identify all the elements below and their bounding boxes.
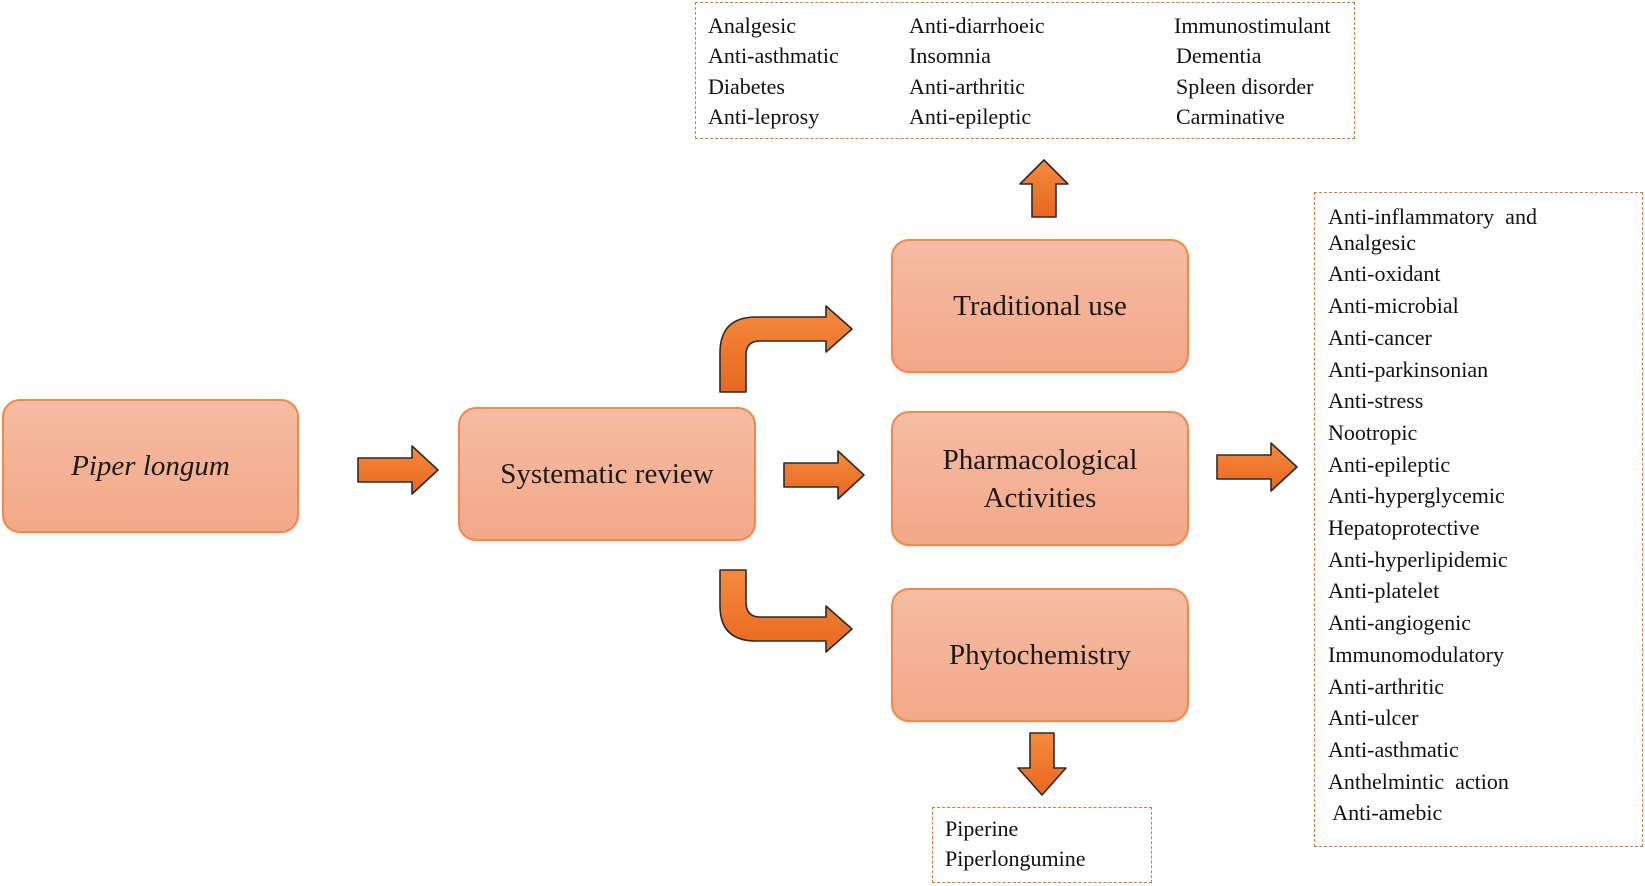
list-item: Immunomodulatory: [1328, 641, 1504, 667]
list-item: Piperine: [945, 816, 1019, 841]
list-item: Anti-parkinsonian: [1328, 356, 1489, 382]
list-item: Anti-microbial: [1328, 293, 1459, 319]
arrow-phytochemistry-to-list: [1017, 732, 1067, 796]
list-item: Anti-diarrhoeic: [909, 13, 1045, 38]
list-item: Anti-cancer: [1328, 324, 1432, 350]
traditional-uses-list: Analgesic Anti-asthmatic Diabetes Anti-l…: [695, 2, 1355, 139]
pharmacological-label-line1: Pharmacological: [942, 443, 1138, 476]
list-item: Analgesic: [708, 13, 796, 38]
list-item: Anti-amebic: [1328, 800, 1443, 826]
list-item: Hepatoprotective: [1328, 515, 1480, 541]
phytochemistry-label: Phytochemistry: [948, 639, 1132, 671]
list-item: Anti-epileptic: [1328, 451, 1451, 477]
systematic-review-label: Systematic review: [500, 458, 714, 490]
list-item: Anti-stress: [1328, 388, 1424, 414]
list-item: Anti-hyperlipidemic: [1328, 546, 1508, 572]
arrow-review-to-phytochemistry: [719, 569, 853, 653]
pharmacological-activities-node: Pharmacological Activities: [891, 411, 1189, 546]
arrow-pharmacology-to-list: [1216, 442, 1298, 492]
list-item: Anti-oxidant: [1328, 261, 1441, 287]
arrow-piper-to-review: [357, 445, 439, 495]
arrow-review-to-pharmacology: [783, 450, 865, 500]
list-item: Analgesic: [1328, 229, 1416, 255]
piper-longum-label: Piper longum: [71, 450, 230, 482]
list-item: Anti-asthmatic: [708, 43, 839, 68]
systematic-review-node: Systematic review: [458, 407, 756, 541]
arrow-traditional-to-list: [1019, 159, 1069, 218]
phytochemicals-list: Piperine Piperlongumine: [932, 807, 1152, 883]
list-item: Anti-angiogenic: [1328, 610, 1471, 636]
phytochemistry-node: Phytochemistry: [891, 588, 1189, 722]
list-item: Anthelmintic action: [1328, 768, 1509, 794]
list-item: Anti-epileptic: [909, 104, 1032, 129]
arrow-review-to-traditional-shape: [719, 305, 853, 393]
list-item: Anti-asthmatic: [1328, 736, 1459, 762]
list-item: Dementia: [1176, 43, 1262, 68]
list-item: Spleen disorder: [1176, 74, 1314, 99]
list-item: Anti-platelet: [1328, 578, 1440, 604]
list-item: Carminative: [1176, 104, 1285, 129]
list-item: Anti-leprosy: [708, 104, 820, 129]
pharmacological-label-line2: Activities: [983, 481, 1097, 514]
piper-longum-node: Piper longum: [2, 399, 299, 533]
traditional-use-node: Traditional use: [891, 239, 1189, 373]
list-item: Anti-ulcer: [1328, 705, 1419, 731]
list-item: Anti-hyperglycemic: [1328, 483, 1505, 509]
list-item: Diabetes: [708, 74, 785, 99]
list-item: Anti-arthritic: [1328, 673, 1445, 699]
list-item: Anti-arthritic: [909, 74, 1026, 99]
list-item: Immunostimulant: [1174, 13, 1331, 38]
list-item: Anti-inflammatory and: [1328, 204, 1537, 229]
pharmacological-activities-list: Anti-inflammatory and Analgesic Anti-oxi…: [1314, 192, 1643, 847]
list-item: Piperlongumine: [945, 846, 1086, 871]
list-item: Insomnia: [909, 43, 991, 68]
list-item: Nootropic: [1328, 419, 1418, 445]
traditional-use-label: Traditional use: [953, 290, 1127, 322]
